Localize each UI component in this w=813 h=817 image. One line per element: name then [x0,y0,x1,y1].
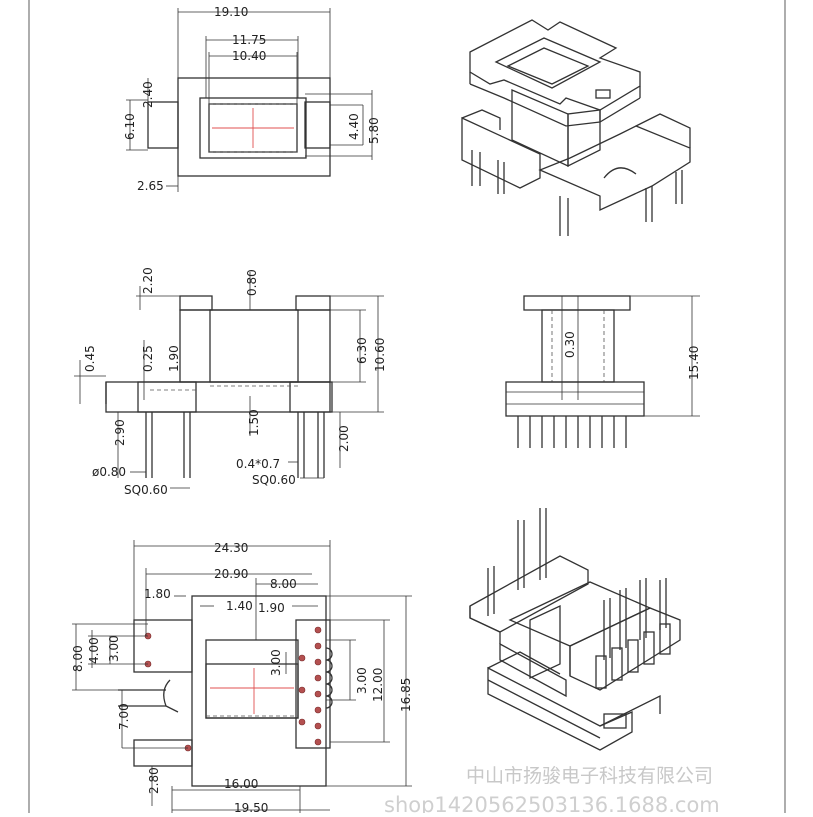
dim-bottom-total-height: 16.85 [399,678,413,712]
dim-top-overall-width: 19.10 [214,5,248,19]
dim-front-pin-diameter: ø0.80 [92,465,126,479]
dim-front-wall: 0.80 [245,269,259,296]
dim-top-window-width: 10.40 [232,49,266,63]
dim-bottom-body-width: 20.90 [214,567,248,581]
dim-front-base-gap: 1.50 [247,409,261,436]
dim-bottom-right-pin-gap: 3.00 [269,649,283,676]
dim-bottom-left-height: 8.00 [71,645,85,672]
dim-bottom-offset: 2.80 [147,767,161,794]
dim-bottom-left-lower: 7.00 [117,703,131,730]
dim-bottom-right-span-v: 12.00 [371,668,385,702]
dim-side-height: 15.40 [687,346,701,380]
bottom-view [72,540,412,813]
dim-bottom-right-pitch: 3.00 [355,667,369,694]
isometric-bottom-view [469,508,681,751]
dim-front-slot: 0.25 [141,345,155,372]
dim-front-pin-offset: 1.90 [167,345,181,372]
dim-bottom-gap: 1.40 [226,599,253,613]
dim-bottom-left-pitch: 4.00 [87,637,101,664]
dim-bottom-base-width: 16.00 [224,777,258,791]
dim-front-pin-square-left: SQ0.60 [124,483,168,497]
dim-front-inner-height: 6.30 [355,337,369,364]
dim-bottom-bottom-width: 19.50 [234,801,268,813]
dim-bottom-right-span: 8.00 [270,577,297,591]
dim-top-slot-a: 4.40 [347,113,361,140]
dim-bottom-left-pin-offset: 1.80 [144,587,171,601]
dim-front-pin-rect: 0.4*0.7 [236,457,280,471]
dim-bottom-overall-width: 24.30 [214,541,248,555]
watermark-shop: shop1420562503136.1688.com [384,793,720,813]
dim-bottom-left-pin-gap: 3.00 [107,635,121,662]
dim-top-flange: 2.40 [141,81,155,108]
side-view [505,295,700,448]
dim-bottom-pitch-right: 1.90 [258,601,285,615]
dim-top-foot: 2.65 [137,179,164,193]
dim-front-pin-pitch: 2.00 [337,425,351,452]
dim-front-top-flange: 2.20 [141,267,155,294]
dim-top-slot-b: 5.80 [367,117,381,144]
dim-side-flange: 0.30 [563,331,577,358]
dim-top-height-total: 6.10 [123,113,137,140]
watermark-company: 中山市扬骏电子科技有限公司 [466,765,713,787]
dim-top-inner-width: 11.75 [232,33,266,47]
dim-front-base-thick: 0.45 [83,345,97,372]
isometric-top-view [461,19,691,236]
dim-front-pin-square-right: SQ0.60 [252,473,296,487]
top-view [126,8,373,192]
dim-front-total-height: 10.60 [373,338,387,372]
front-view [74,272,384,489]
dim-front-pin-length: 2.90 [113,419,127,446]
